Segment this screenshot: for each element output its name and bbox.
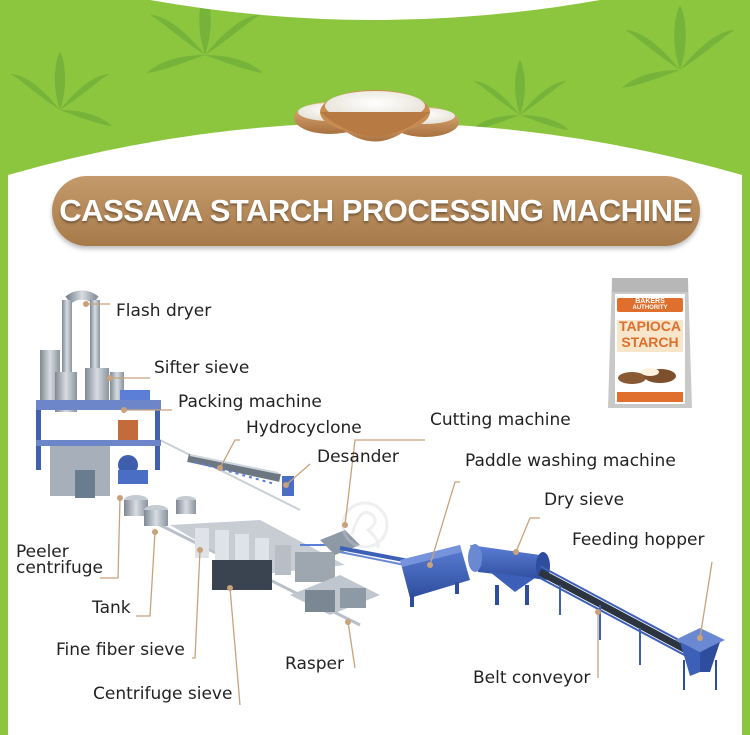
tapioca-starch-package <box>608 278 692 408</box>
label-tank: Tank <box>92 598 131 618</box>
label-packing-machine: Packing machine <box>178 392 322 412</box>
label-feeding-hopper: Feeding hopper <box>572 530 705 550</box>
flash-dryer-machine <box>36 290 161 498</box>
rasper-machine <box>290 575 380 615</box>
starch-bowls-image <box>294 90 459 142</box>
label-hydrocyclone: Hydrocyclone <box>246 418 362 438</box>
page-title: CASSAVA STARCH PROCESSING MACHINE <box>59 193 693 228</box>
tank-machines <box>124 495 196 526</box>
label-cutting-machine: Cutting machine <box>430 410 571 430</box>
cassava-leaf-decoration <box>10 0 735 131</box>
leader-dots <box>83 301 703 641</box>
label-belt-conveyor: Belt conveyor <box>473 668 591 688</box>
paddle-washing-machine <box>400 545 470 607</box>
label-rasper: Rasper <box>285 654 344 674</box>
leader-lines <box>86 303 713 706</box>
label-peeler-line1: Peeler <box>16 542 69 562</box>
label-centrifuge-sieve: Centrifuge sieve <box>93 684 233 704</box>
label-sifter-sieve: Sifter sieve <box>154 358 250 378</box>
package-brand-line2: AUTHORITY <box>632 305 668 311</box>
label-dry-sieve: Dry sieve <box>544 490 625 510</box>
package-brand-line1: BAKERS <box>635 298 665 305</box>
label-paddle-washing-machine: Paddle washing machine <box>465 451 676 471</box>
label-fine-fiber-sieve: Fine fiber sieve <box>56 640 185 660</box>
title-banner <box>52 176 700 246</box>
top-white-arc <box>150 0 600 20</box>
dry-sieve-machine <box>468 544 550 605</box>
package-name-line2: STARCH <box>621 334 679 350</box>
label-desander: Desander <box>317 447 399 467</box>
label-flash-dryer: Flash dryer <box>116 301 212 321</box>
belt-conveyor-machine <box>538 565 692 665</box>
label-peeler-line2: centrifuge <box>16 558 103 578</box>
package-name-line1: TAPIOCA <box>619 318 681 334</box>
processing-line-illustration <box>36 290 725 690</box>
